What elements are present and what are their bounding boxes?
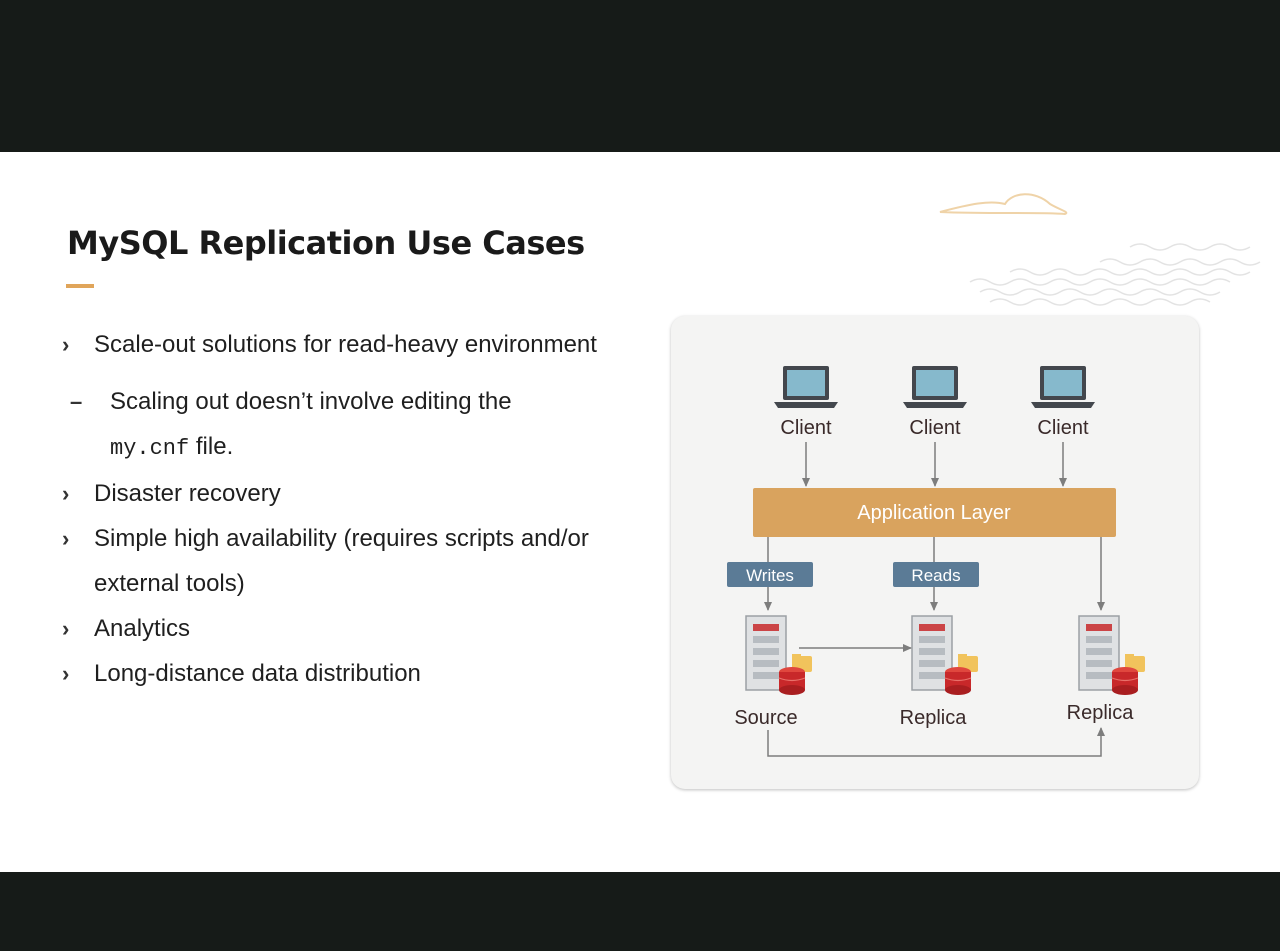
bullet-text: Analytics <box>94 615 191 642</box>
bullet-item: › Scale-out solutions for read-heavy env… <box>62 322 652 367</box>
source-to-replica-connector <box>767 727 1105 757</box>
bullet-text: Disaster recovery <box>94 480 281 507</box>
server-label: Replica <box>1067 702 1135 724</box>
bullet-item: › Simple high availability (requires scr… <box>62 516 652 606</box>
writes-label: Writes <box>746 566 794 585</box>
slide-title: MySQL Replication Use Cases <box>67 224 585 262</box>
writes-tag <box>727 562 813 587</box>
application-layer-box <box>753 488 1116 537</box>
reads-tag <box>893 562 979 587</box>
bullet-marker: › <box>62 481 70 506</box>
bullet-list: › Scale-out solutions for read-heavy env… <box>62 322 652 696</box>
server-label: Source <box>734 707 797 729</box>
title-accent-bar <box>66 284 94 288</box>
bullet-item: › Long-distance data distribution <box>62 651 652 696</box>
reads-label: Reads <box>911 566 960 585</box>
bullet-text: Long-distance data distribution <box>94 660 421 687</box>
bullet-marker: › <box>62 526 70 551</box>
bullet-marker: › <box>62 332 70 357</box>
source-server-icon <box>745 615 813 696</box>
cloud-decoration-icon <box>939 193 1261 306</box>
server-label: Replica <box>900 707 968 729</box>
bullet-item: › Analytics <box>62 606 652 651</box>
laptop-icon <box>774 366 838 408</box>
client-label: Client <box>909 417 961 439</box>
slide: MySQL Replication Use Cases › Scale-out … <box>0 152 1280 872</box>
replica-server-icon <box>1078 615 1146 696</box>
bullet-text: Simple high availability (requires scrip… <box>94 525 589 597</box>
bullet-marker: › <box>62 661 70 686</box>
top-letterbox <box>0 0 1280 152</box>
bullet-marker: › <box>62 616 70 641</box>
bullet-text: Scale-out solutions for read-heavy envir… <box>94 331 597 358</box>
sub-bullet-text: Scaling out doesn’t involve editing the <box>110 388 512 415</box>
sub-bullet-marker: – <box>70 389 83 414</box>
code-filename: my.cnf <box>110 436 190 461</box>
laptop-icon <box>903 366 967 408</box>
replica-server-icon <box>911 615 979 696</box>
client-label: Client <box>1037 417 1089 439</box>
bullet-item: › Disaster recovery <box>62 471 652 516</box>
laptop-icon <box>1031 366 1095 408</box>
replication-diagram: Client Client Client Application Layer W… <box>671 316 1199 789</box>
sub-bullet-item: – Scaling out doesn’t involve editing th… <box>62 379 652 471</box>
sub-bullet-text-end: file. <box>189 433 234 460</box>
client-label: Client <box>780 417 832 439</box>
bottom-letterbox <box>0 872 1280 951</box>
application-layer-label: Application Layer <box>857 502 1011 524</box>
